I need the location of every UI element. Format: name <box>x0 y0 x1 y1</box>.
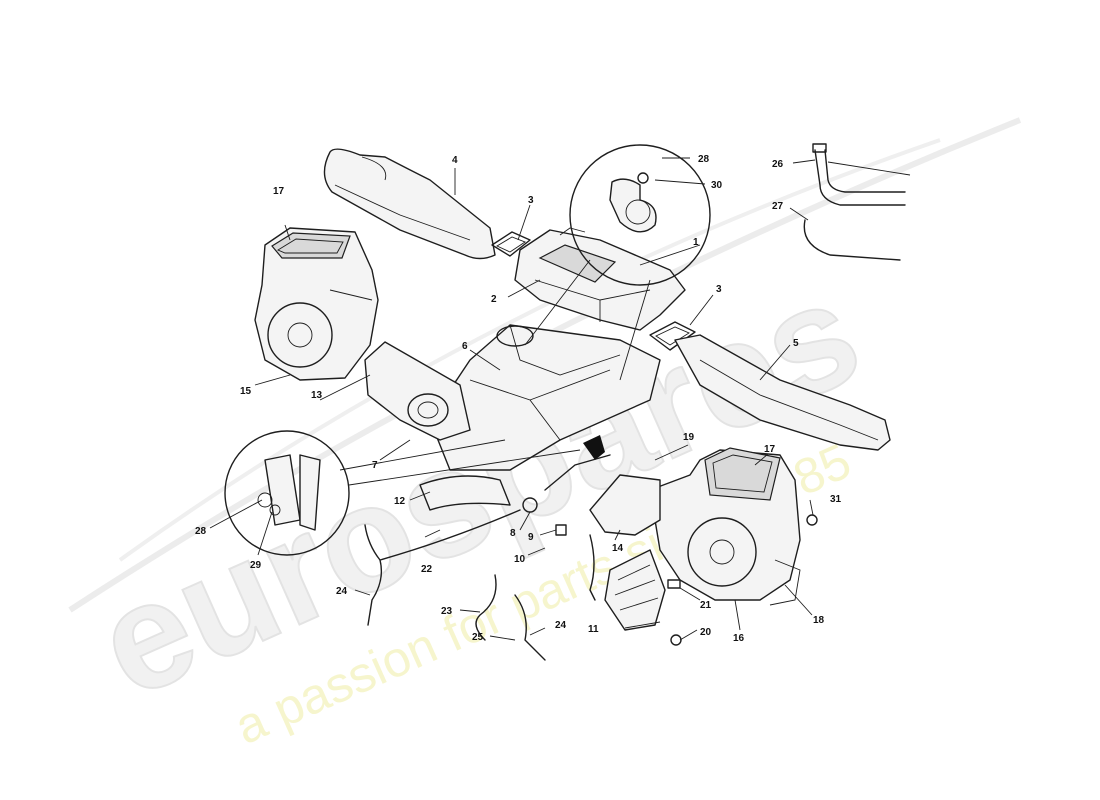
callout-12: 12 <box>394 496 406 507</box>
duct-left-upper <box>323 148 496 260</box>
callout-17: 17 <box>273 186 285 197</box>
gasket-upper <box>491 231 531 257</box>
callout-1: 1 <box>693 237 699 248</box>
callout-14: 14 <box>612 543 624 554</box>
callout-22: 22 <box>421 564 433 575</box>
duct-right-lower <box>674 334 891 451</box>
callout-19: 19 <box>683 432 695 443</box>
callout-28: 28 <box>698 154 710 165</box>
leader-lines <box>209 157 816 641</box>
callout-6: 6 <box>462 341 468 352</box>
detail-circle-left <box>224 430 350 556</box>
callout-8: 8 <box>510 528 516 539</box>
callout-5: 5 <box>793 338 799 349</box>
blower-left <box>254 227 379 381</box>
callout-18: 18 <box>813 615 825 626</box>
callout-7: 7 <box>372 460 378 471</box>
callout-30: 30 <box>711 180 723 191</box>
callout-24: 24 <box>336 586 348 597</box>
callout-23: 23 <box>441 606 453 617</box>
callout-31: 31 <box>830 494 842 505</box>
callout-28: 28 <box>195 526 207 537</box>
callout-13: 13 <box>311 390 323 401</box>
callout-17: 17 <box>764 444 776 455</box>
callout-labels: 1 2 3 3 4 5 6 7 8 9 10 11 12 13 14 15 16… <box>195 154 842 644</box>
callout-3: 3 <box>528 195 534 206</box>
callout-24: 24 <box>555 620 567 631</box>
callout-16: 16 <box>733 633 745 644</box>
callout-3: 3 <box>716 284 722 295</box>
left-connecting-duct <box>364 341 471 441</box>
callout-26: 26 <box>772 159 784 170</box>
callout-2: 2 <box>491 294 497 305</box>
callout-20: 20 <box>700 627 712 638</box>
callout-27: 27 <box>772 201 784 212</box>
callout-9: 9 <box>528 532 534 543</box>
fasteners <box>522 172 818 646</box>
distribution-box <box>514 227 686 331</box>
gasket-lower <box>649 321 696 351</box>
side-panel <box>419 475 511 511</box>
callout-25: 25 <box>472 632 484 643</box>
callout-15: 15 <box>240 386 252 397</box>
cover-plate <box>604 549 666 631</box>
blower-right <box>649 447 801 606</box>
direction-arrow <box>583 435 605 460</box>
callout-11: 11 <box>588 624 599 635</box>
callout-29: 29 <box>250 560 262 571</box>
callout-10: 10 <box>514 554 526 565</box>
callout-4: 4 <box>452 155 458 166</box>
callout-21: 21 <box>700 600 712 611</box>
lower-housing <box>589 474 661 536</box>
pipe-top-right <box>803 143 911 261</box>
detail-circle-top <box>569 144 711 286</box>
hoses <box>364 454 611 661</box>
